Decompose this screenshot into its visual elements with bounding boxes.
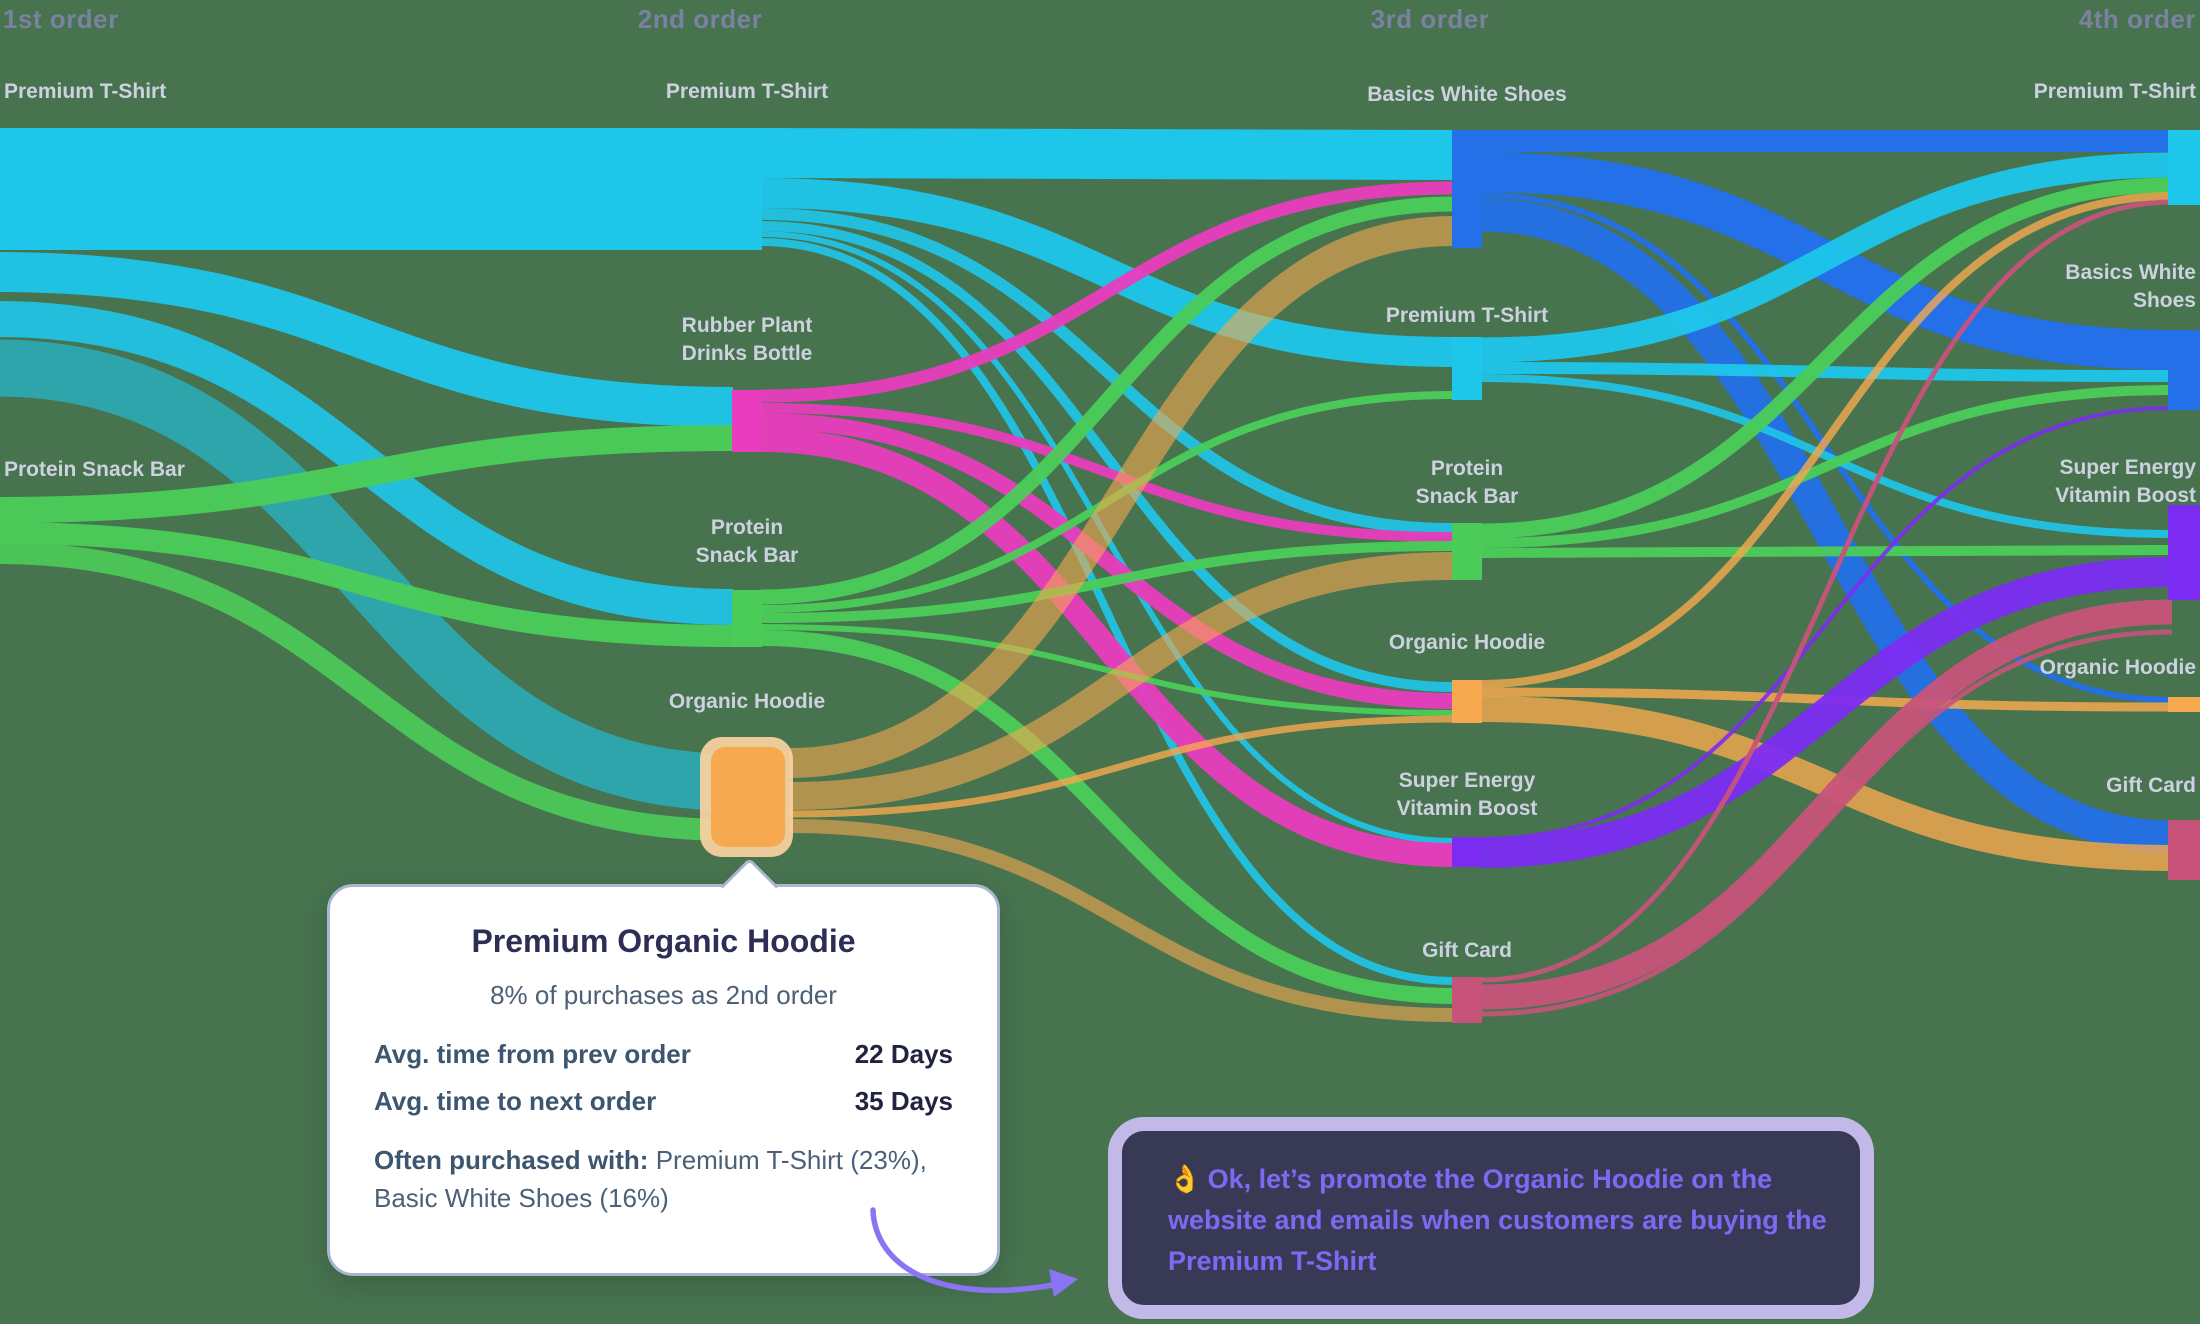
sankey-link-gc3-pt4 bbox=[1480, 199, 2173, 983]
node-label-bws3: Basics White Shoes bbox=[1367, 83, 1567, 106]
node-label-bws4: Basics White bbox=[2065, 261, 2196, 284]
tooltip-row-label: Avg. time from prev order bbox=[374, 1039, 691, 1069]
sankey-link-oh2-oh3 bbox=[788, 715, 1454, 818]
sankey-node-bws4[interactable] bbox=[2168, 330, 2200, 410]
tooltip-row-prev-order: Avg. time from prev order 22 Days bbox=[374, 1039, 953, 1070]
sankey-node-pt4[interactable] bbox=[2168, 130, 2200, 205]
node-label-pt3: Premium T-Shirt bbox=[1386, 304, 1548, 327]
node-label-se3: Vitamin Boost bbox=[1397, 797, 1538, 820]
sankey-node-oh4[interactable] bbox=[2168, 697, 2200, 712]
node-label-gc4: Gift Card bbox=[2106, 774, 2196, 797]
ok-hand-emoji: 👌 bbox=[1168, 1164, 1202, 1194]
sankey-link-pt2-oh3 bbox=[760, 221, 1454, 692]
sankey-link-psb1-oh2 bbox=[0, 542, 734, 841]
sankey-link-psb3-pt4 bbox=[1480, 177, 2173, 539]
chat-text: Ok, let’s promote the Organic Hoodie on … bbox=[1168, 1164, 1827, 1276]
sankey-link-pt3-pt4 bbox=[1480, 152, 2173, 363]
sankey-node-pt3[interactable] bbox=[1452, 337, 1482, 400]
sankey-link-oh3-pt4 bbox=[1480, 192, 2173, 688]
tooltip-often-label: Often purchased with: bbox=[374, 1145, 649, 1175]
tooltip-row-value: 35 Days bbox=[854, 1086, 953, 1116]
sankey-node-psb2[interactable] bbox=[732, 590, 762, 647]
tooltip-subtitle: 8% of purchases as 2nd order bbox=[490, 980, 837, 1010]
sankey-node-oh3[interactable] bbox=[1452, 680, 1482, 723]
node-label-rp2: Rubber Plant bbox=[682, 314, 813, 337]
sankey-node-pt2[interactable] bbox=[732, 128, 762, 250]
node-label-psb1: Protein Snack Bar bbox=[4, 458, 185, 481]
node-label-pt2: Premium T-Shirt bbox=[666, 80, 828, 103]
tooltip-title: Premium Organic Hoodie bbox=[471, 923, 856, 959]
sankey-node-gc3[interactable] bbox=[1452, 977, 1482, 1023]
sankey-link-rp2-psb3 bbox=[760, 403, 1454, 542]
sankey-link-pt3-se4 bbox=[1480, 374, 2173, 538]
node-label-psb3: Snack Bar bbox=[1416, 485, 1519, 508]
sankey-link-oh2-psb3 bbox=[788, 552, 1454, 810]
sankey-link-bws3-gc4 bbox=[1480, 198, 2173, 854]
tooltip-often-text: Premium T-Shirt (23%), Basic White Shoes… bbox=[374, 1145, 927, 1213]
tooltip-often-purchased: Often purchased with: Premium T-Shirt (2… bbox=[374, 1141, 953, 1217]
sankey-link-pt1-rp2 bbox=[0, 252, 734, 427]
column-header-2nd-order: 2nd order bbox=[637, 4, 763, 34]
sankey-link-pt2-bws3 bbox=[760, 128, 1454, 180]
tooltip-stats: Avg. time from prev order 22 Days Avg. t… bbox=[374, 1039, 953, 1117]
node-label-gc3: Gift Card bbox=[1422, 939, 1512, 962]
chat-annotation: 👌Ok, let’s promote the Organic Hoodie on… bbox=[1108, 1117, 1874, 1319]
sankey-node-oh2[interactable] bbox=[711, 747, 785, 847]
sankey-link-rp2-se3 bbox=[760, 428, 1454, 867]
tooltip-card: Premium Organic Hoodie 8% of purchases a… bbox=[327, 857, 1000, 1276]
tooltip-row-label: Avg. time to next order bbox=[374, 1086, 657, 1116]
column-header-4th-order: 4th order bbox=[2078, 4, 2196, 34]
sankey-link-se3-se4 bbox=[1480, 557, 2173, 868]
sankey-link-psb2-gc3 bbox=[760, 630, 1454, 1004]
sankey-link-psb3-bws4 bbox=[1480, 385, 2173, 548]
column-header-3rd-order: 3rd order bbox=[1370, 4, 1490, 34]
node-label-se4: Super Energy bbox=[2059, 456, 2196, 479]
curved-arrow-icon bbox=[870, 1207, 1078, 1297]
sankey-node-rp2[interactable] bbox=[732, 390, 762, 452]
sankey-link-gc3-se4-low bbox=[1480, 629, 2173, 1017]
sankey-link-psb2-oh3 bbox=[760, 624, 1454, 716]
sankey-link-oh2-gc3 bbox=[788, 819, 1454, 1022]
sankey-link-psb3-se4 bbox=[1480, 545, 2173, 558]
node-label-oh3: Organic Hoodie bbox=[1389, 631, 1545, 654]
node-label-psb2: Protein bbox=[711, 516, 783, 539]
sankey-node-se3[interactable] bbox=[1452, 837, 1482, 867]
node-label-se4: Vitamin Boost bbox=[2055, 484, 2196, 507]
sankey-link-rp2-bws3 bbox=[760, 181, 1454, 403]
node-label-se3: Super Energy bbox=[1399, 769, 1536, 792]
sankey-node-gc4[interactable] bbox=[2168, 820, 2200, 880]
sankey-link-pt2-pt3 bbox=[760, 178, 1454, 367]
sankey-link-pt3-bws4 bbox=[1480, 362, 2173, 382]
chat-message: 👌Ok, let’s promote the Organic Hoodie on… bbox=[1122, 1131, 1860, 1282]
tooltip-row-value: 22 Days bbox=[854, 1039, 953, 1069]
sankey-node-se4[interactable] bbox=[2168, 505, 2200, 600]
sankey-link-gc3-se4 bbox=[1480, 599, 2173, 1010]
sankey-node-bws3[interactable] bbox=[1452, 130, 1482, 248]
sankey-link-bws3-oh4 bbox=[1480, 192, 2173, 703]
node-label-psb3: Protein bbox=[1431, 457, 1503, 480]
sankey-link-psb1-psb2 bbox=[0, 522, 734, 647]
sankey-link-oh2-bws3 bbox=[788, 216, 1454, 778]
sankey-link-oh3-gc4 bbox=[1480, 696, 2173, 871]
node-label-psb2: Snack Bar bbox=[696, 544, 799, 567]
sankey-link-psb2-bws3 bbox=[760, 196, 1454, 605]
sankey-link-pt2-gc3 bbox=[760, 238, 1454, 985]
node-label-pt4: Premium T-Shirt bbox=[2034, 80, 2196, 103]
node-label-oh4: Organic Hoodie bbox=[2040, 656, 2196, 679]
node-label-bws4: Shoes bbox=[2133, 289, 2196, 312]
node-label-rp2: Drinks Bottle bbox=[682, 342, 813, 365]
node-label-pt1: Premium T-Shirt bbox=[4, 80, 166, 103]
sankey-node-psb3[interactable] bbox=[1452, 523, 1482, 580]
sankey-link-se3-bws4 bbox=[1480, 406, 2173, 841]
sankey-link-pt2-psb3 bbox=[760, 208, 1454, 535]
sankey-link-rp2-oh3 bbox=[760, 413, 1454, 709]
node-label-oh2: Organic Hoodie bbox=[669, 690, 825, 713]
sankey-link-psb2-psb3 bbox=[760, 541, 1454, 623]
column-header-1st-order: 1st order bbox=[3, 4, 119, 34]
tooltip-row-next-order: Avg. time to next order 35 Days bbox=[374, 1086, 953, 1117]
sankey-link-psb1-rp2 bbox=[0, 425, 734, 523]
